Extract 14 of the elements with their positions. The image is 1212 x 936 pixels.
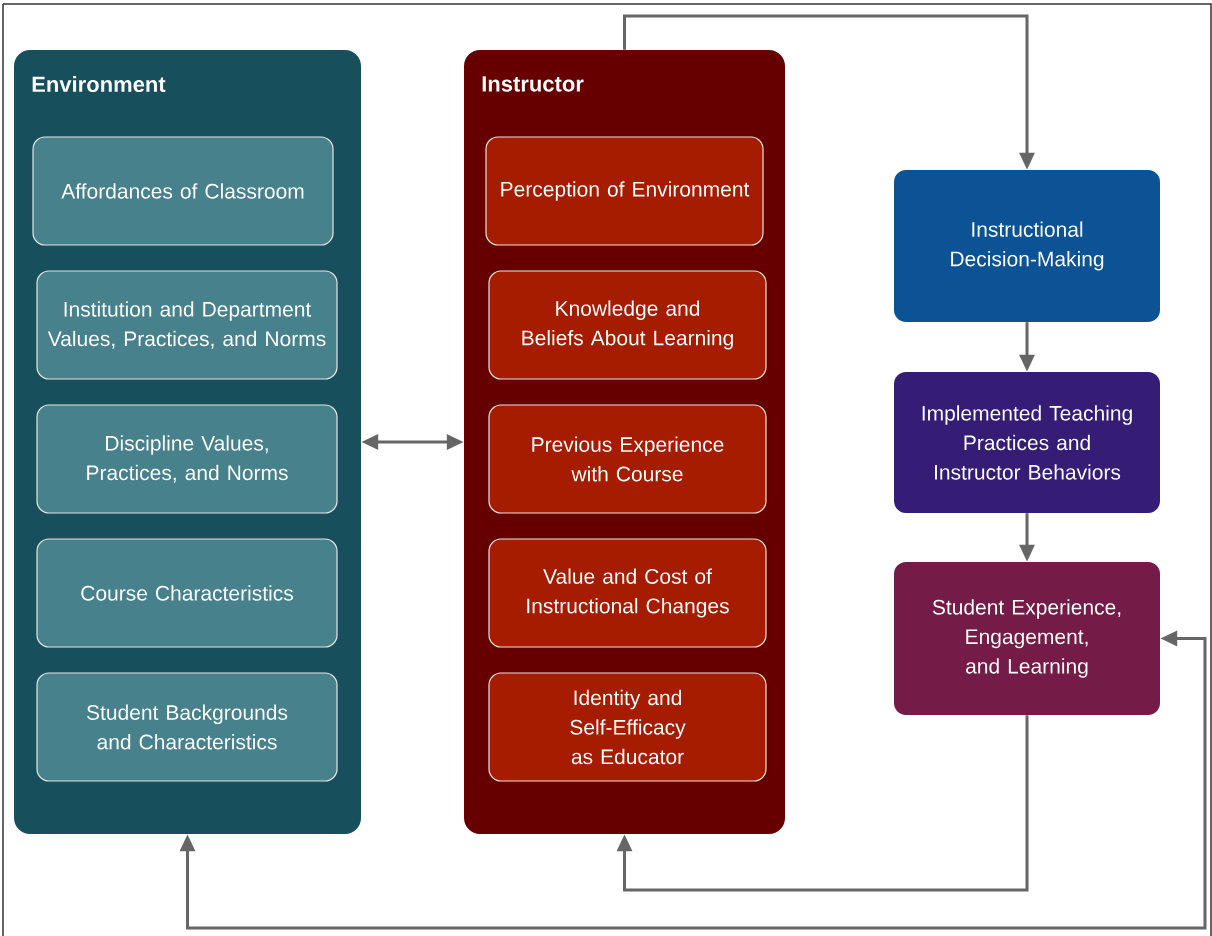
arrow [616,715,1029,892]
factor-box: Discipline Values, Practices, and Norms [36,404,338,514]
factor-box: Value and Cost of Instructional Changes [488,538,767,648]
process-box: Instructional Decision-Making [894,170,1160,322]
factor-box: Student Backgrounds and Characteristics [36,672,338,782]
process-box: Student Experience, Engagement, and Learning [894,562,1160,715]
factor-box: Course Characteristics [36,538,338,648]
factor-box: Institution and Department Values, Practices, and Norms [36,270,338,380]
factor-box: Perception of Environment [485,136,764,246]
factor-box: Previous Experience with Course [488,404,767,514]
factor-box: Affordances of Classroom [32,136,334,246]
factor-box: Knowledge and Beliefs About Learning [488,270,767,380]
factor-box: Identity and Self-Efficacy as Educator [488,672,767,782]
process-box: Implemented Teaching Practices and Instructor Behaviors [894,372,1160,513]
